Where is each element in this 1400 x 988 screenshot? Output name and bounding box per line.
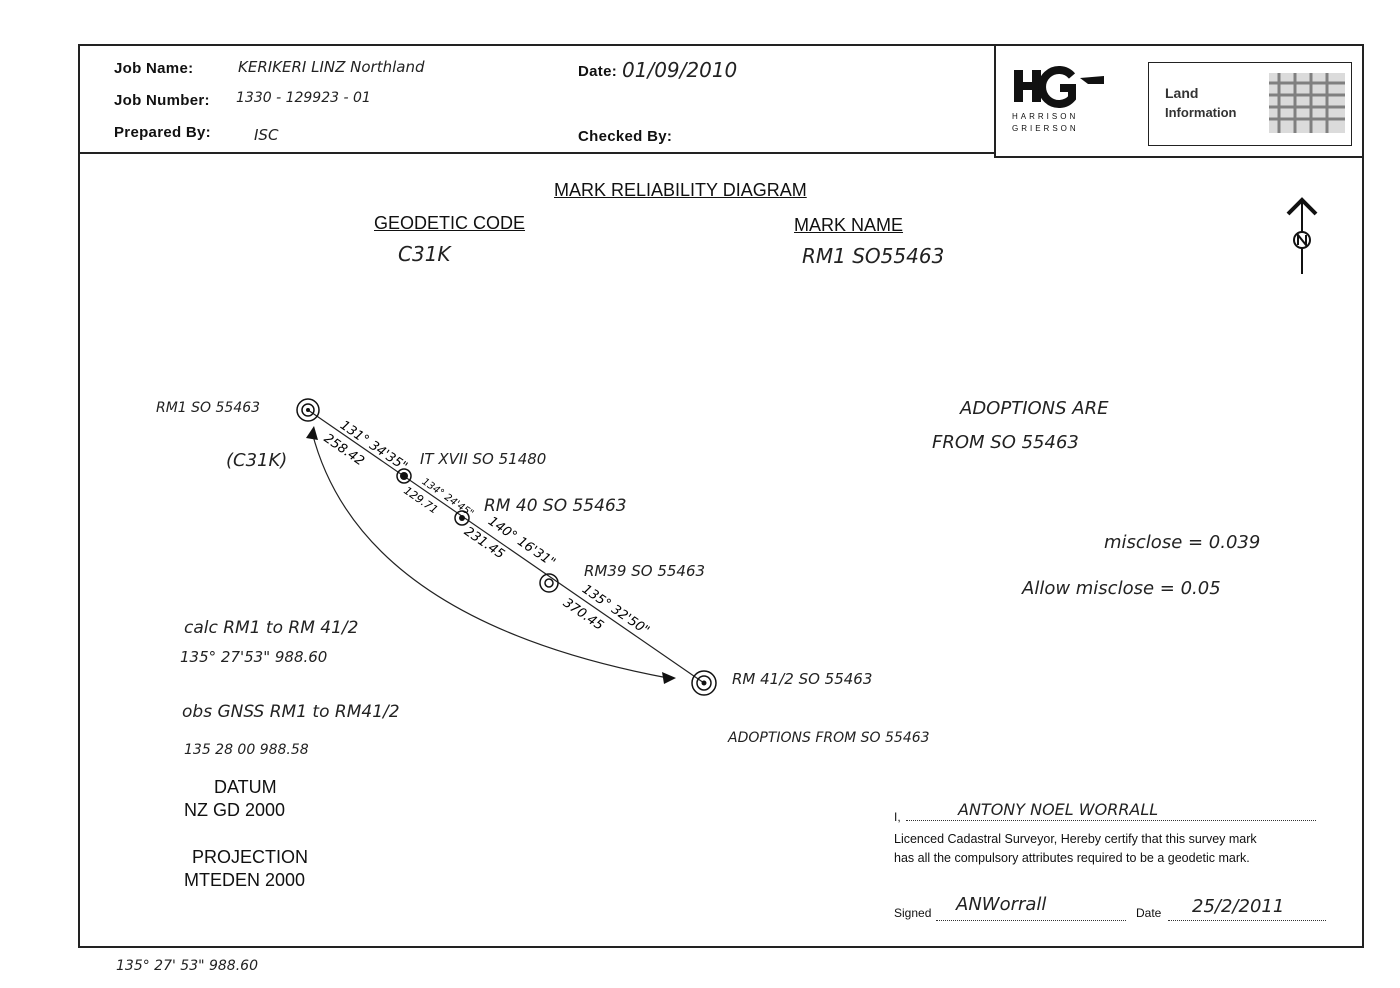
job-number-value: 1330 - 129923 - 01 [236, 90, 371, 106]
date-value: 01/09/2010 [622, 58, 738, 82]
cert-line2: has all the compulsory attributes requir… [894, 851, 1250, 865]
adoptions-line2: FROM SO 55463 [932, 432, 1079, 453]
signed-label: Signed [894, 906, 932, 920]
cert-line1: Licenced Cadastral Surveyor, Hereby cert… [894, 832, 1257, 846]
obs-line2: 135 28 00 988.58 [184, 742, 309, 758]
mark-rm39-icon [539, 573, 559, 593]
company-bottom: GRIERSON [1012, 124, 1079, 133]
mark-name-value: RM1 SO55463 [802, 244, 945, 268]
cert-name-line [906, 820, 1316, 821]
job-number-label: Job Number: [114, 92, 210, 109]
sheet-frame [78, 44, 1364, 948]
hg-logo: HARRISON GRIERSON [1010, 64, 1110, 136]
date-label: Date: [578, 63, 618, 80]
certification-block: I, ANTONY NOEL WORRALL Licenced Cadastra… [886, 800, 1354, 940]
prepared-by-value: ISC [254, 126, 279, 144]
mark-rm1-code: (C31K) [226, 450, 288, 471]
cert-date-label: Date [1136, 906, 1162, 920]
cert-prefix: I, [894, 810, 901, 824]
header-divider [78, 152, 994, 154]
mark-rm1-label: RM1 SO 55463 [156, 400, 261, 416]
geodetic-code-label: GEODETIC CODE [374, 213, 526, 233]
leg-1-labels: 131° 34'35" 258.42 [321, 418, 410, 475]
mark-name-label: MARK NAME [794, 215, 904, 235]
signature: ANWorrall [956, 894, 1047, 915]
stamp-line1: Land [1165, 85, 1199, 101]
mark-rm39-label: RM39 SO 55463 [584, 562, 706, 580]
logo-box [994, 44, 1364, 158]
hg-logo-icon [1014, 66, 1104, 108]
mark-rm40-label: RM 40 SO 55463 [484, 496, 627, 516]
calc-line2: 135° 27'53" 988.60 [180, 648, 328, 666]
datum-label: DATUM [214, 777, 277, 797]
adoptions-line1: ADOPTIONS ARE [960, 398, 1109, 419]
checked-by-label: Checked By: [578, 128, 673, 145]
obs-line1: obs GNSS RM1 to RM41/2 [182, 702, 400, 722]
stamp-pattern-icon [1269, 73, 1345, 133]
mark-rm1-icon [296, 398, 320, 422]
adoptions-bottom: ADOPTIONS FROM SO 55463 [728, 730, 930, 746]
geodetic-code-value: C31K [398, 242, 451, 266]
mark-itxvii-icon [396, 468, 412, 484]
cert-date-value: 25/2/2011 [1192, 896, 1285, 917]
company-top: HARRISON [1012, 112, 1079, 121]
calc-line1: calc RM1 to RM 41/2 [184, 618, 359, 638]
leg-4-labels: 135° 32'50" 370.45 [560, 582, 652, 639]
cert-date-line [1168, 920, 1326, 921]
footer-note: 135° 27' 53" 988.60 [116, 958, 258, 974]
job-name-label: Job Name: [114, 60, 194, 77]
projection-label: PROJECTION [192, 847, 309, 867]
mark-itxvii-label: IT XVII SO 51480 [420, 450, 547, 468]
job-name-value: KERIKERI LINZ Northland [238, 58, 425, 76]
prepared-by-label: Prepared By: [114, 124, 211, 141]
mark-rm41-label: RM 41/2 SO 55463 [732, 670, 873, 688]
datum-value: NZ GD 2000 [184, 800, 286, 820]
surveyor-name: ANTONY NOEL WORRALL [958, 800, 1159, 819]
linz-stamp: Land Information [1148, 62, 1352, 146]
misclose-note: misclose = 0.039 [1104, 532, 1261, 553]
arrowhead-right [662, 672, 676, 684]
projection-value: MTEDEN 2000 [184, 870, 306, 890]
north-arrow-icon [1286, 197, 1318, 274]
mark-rm41-icon [691, 670, 717, 696]
mark-rm40-icon [454, 510, 470, 526]
allow-misclose-note: Allow misclose = 0.05 [1022, 578, 1221, 599]
diagram-title: MARK RELIABILITY DIAGRAM [554, 180, 807, 200]
traverse-line [307, 409, 705, 684]
arrowhead-up [306, 426, 318, 440]
misclose-arc [311, 431, 669, 679]
signed-line [936, 920, 1126, 921]
stamp-line2: Information [1165, 105, 1237, 120]
